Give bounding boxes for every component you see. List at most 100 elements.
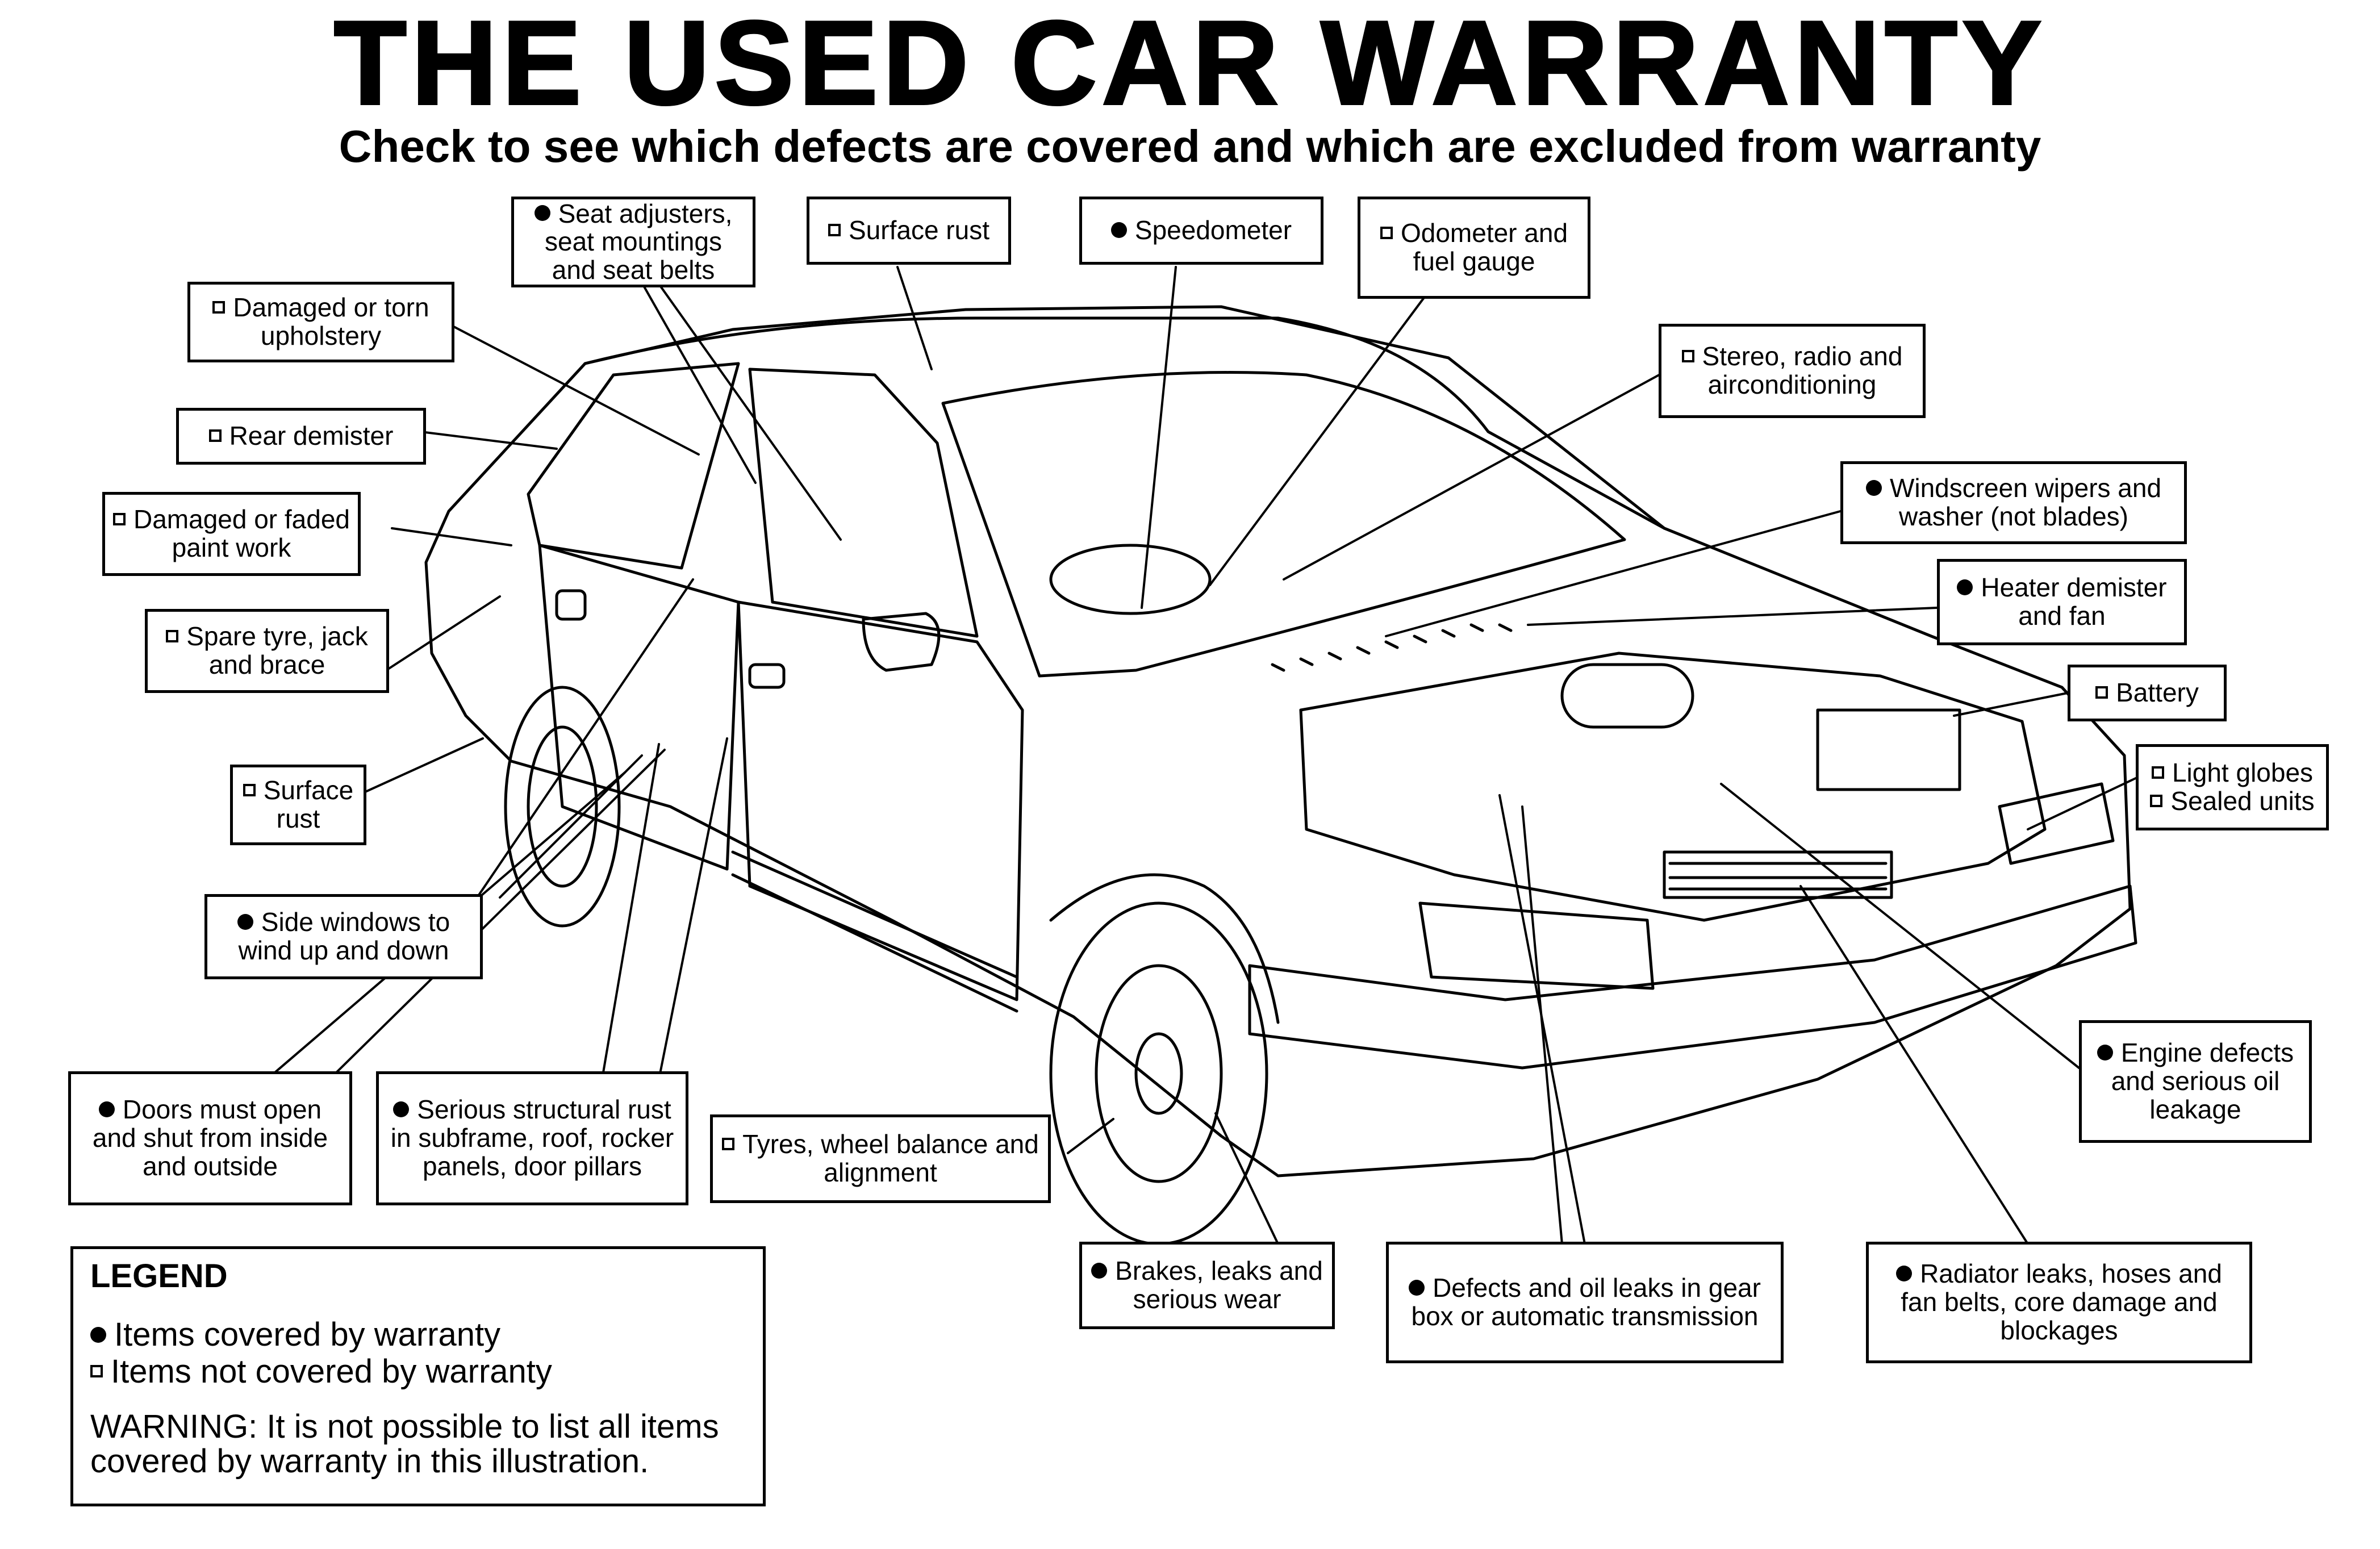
not-covered-box-icon [2150,794,2163,807]
not-covered-box-icon [208,429,222,442]
callout-wipers: Windscreen wipers and washer (not blades… [1840,461,2187,544]
engine-bay [1299,652,2047,922]
callout-brakes: Brakes, leaks and serious wear [1079,1242,1335,1329]
rear-wheel [504,686,621,928]
not-covered-box-icon [166,630,179,643]
callout-label: Surface rust [263,775,354,833]
legend-heading: LEGEND [90,1258,228,1295]
covered-bullet-icon [98,1101,115,1118]
callout-structural-rust: Serious structural rust in subframe, roo… [376,1071,688,1205]
car-body-outline [424,305,2132,1178]
front-bumper [1248,884,2137,1070]
callout-label: Surface rust [849,215,989,245]
callout-radiator: Radiator leaks, hoses and fan belts, cor… [1866,1242,2252,1363]
side-mirror [862,612,941,672]
callout-tyres: Tyres, wheel balance and alignment [710,1114,1051,1203]
battery-shape [1816,708,1961,791]
front-wheel [1049,901,1268,1246]
callout-label: Windscreen wipers and washer (not blades… [1889,473,2162,531]
callout-label: Side windows to wind up and down [238,907,450,965]
callout-label: Brakes, leaks and serious wear [1115,1256,1323,1314]
callout-speedometer: Speedometer [1079,197,1323,265]
callout-label: Serious structural rust in subframe, roo… [390,1095,674,1181]
radiator-grille [1663,850,1893,899]
covered-bullet-icon [90,1326,106,1343]
door-handle-rear [555,589,587,621]
door-handle-front [748,663,786,689]
callout-odometer: Odometer and fuel gauge [1358,197,1590,299]
callout-label: Heater demister and fan [1981,573,2167,631]
covered-bullet-icon [1110,222,1127,238]
covered-bullet-icon [1896,1266,1913,1282]
rear-window [527,362,740,570]
windscreen [941,371,1626,678]
headlight-left [1418,901,1655,990]
covered-bullet-icon [1865,480,1882,496]
callout-label: Tyres, wheel balance and alignment [742,1129,1039,1187]
legend-covered-row: Items covered by warranty [90,1316,746,1353]
page-title: THE USED CAR WARRANTY [333,0,2047,130]
legend-covered-label: Items covered by warranty [114,1316,501,1353]
callout-label: Doors must open and shut from inside and… [92,1095,328,1181]
callout-label: Engine defects and serious oil leakage [2111,1038,2294,1124]
not-covered-box-icon [828,224,841,236]
callout-seat: Seat adjusters, seat mountings and seat … [511,197,755,287]
callout-label: Radiator leaks, hoses and fan belts, cor… [1901,1259,2222,1345]
callout-upholstery: Damaged or torn upholstery [187,282,454,362]
not-covered-box-icon [90,1365,103,1378]
steering-wheel [1049,544,1212,615]
callout-surface-rust-side: Surface rust [230,765,366,845]
callout-battery: Battery [2068,665,2227,721]
headlight-right [1998,782,2115,865]
covered-bullet-icon [237,914,253,930]
callout-label: Damaged or torn upholstery [233,293,429,350]
not-covered-box-icon [2095,686,2108,699]
front-wheel-arch [1049,873,1280,1024]
callout-label: Spare tyre, jack and brace [186,621,368,679]
callout-rear-demister: Rear demister [176,408,426,465]
not-covered-box-icon [243,784,256,797]
callout-stereo: Stereo, radio and airconditioning [1659,324,1926,418]
not-covered-box-icon [722,1138,735,1151]
callout-heater: Heater demister and fan [1937,559,2187,645]
car-roof [583,316,1666,530]
callout-label: Battery [2116,678,2199,708]
covered-bullet-icon [393,1101,410,1118]
callout-label: Seat adjusters, seat mountings and seat … [545,198,733,285]
callout-spare-tyre: Spare tyre, jack and brace [145,609,389,693]
air-cleaner [1560,663,1694,729]
covered-bullet-icon [1957,579,1973,596]
covered-bullet-icon [534,205,550,222]
callout-surface-rust-top: Surface rust [807,197,1011,265]
not-covered-box-icon [212,301,226,314]
callout-label: Speedometer [1134,215,1292,245]
covered-bullet-icon [1409,1280,1425,1296]
callout-side-windows: Side windows to wind up and down [204,894,483,979]
front-door [737,600,1024,1001]
legend-not-covered-row: Items not covered by warranty [90,1352,746,1390]
callout-label: Stereo, radio and airconditioning [1702,341,1903,399]
rear-door [538,544,740,871]
callout-label: Light globes [2172,758,2314,788]
legend-warning: WARNING: It is not possible to list all … [90,1408,719,1480]
callout-engine: Engine defects and serious oil leakage [2079,1020,2312,1143]
covered-bullet-icon [2097,1045,2113,1061]
not-covered-box-icon [2151,766,2164,779]
callout-paint: Damaged or faded paint work [102,492,361,576]
legend-not-covered-label: Items not covered by warranty [111,1352,552,1390]
not-covered-box-icon [112,513,126,526]
callout-label: Damaged or faded paint work [133,504,350,562]
not-covered-box-icon [1380,227,1393,240]
callout-label: Rear demister [229,421,394,451]
page-subtitle: Check to see which defects are covered a… [339,121,2041,172]
callout-label: Sealed units [2170,786,2315,816]
covered-bullet-icon [1091,1263,1108,1279]
legend-box: LEGEND Items covered by warranty Items n… [70,1246,766,1506]
cowl-vents [1271,623,1513,672]
callout-label: Odometer and fuel gauge [1400,218,1568,276]
grille-lines [1668,862,1888,891]
front-side-window [748,368,979,638]
callout-gearbox: Defects and oil leaks in gear box or aut… [1386,1242,1784,1363]
not-covered-box-icon [1681,350,1694,363]
callout-lights: Light globes Sealed units [2136,744,2329,830]
